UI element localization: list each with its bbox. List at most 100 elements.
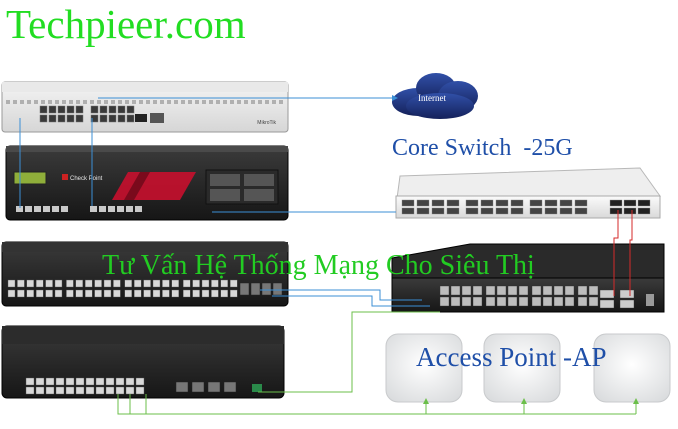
router-vent <box>223 100 227 104</box>
router-ethernet-port <box>126 105 135 114</box>
switch2-ethernet-port <box>115 377 125 386</box>
router-vent <box>188 100 192 104</box>
router-vent <box>153 100 157 104</box>
switch2-ethernet-port <box>75 377 85 386</box>
link-arrow <box>521 398 527 404</box>
link-switch1-aggregation <box>260 289 422 301</box>
core-switch-sfp-port <box>446 199 460 207</box>
router-vent <box>48 100 52 104</box>
switch1-ethernet-port <box>124 279 133 288</box>
firewall-ports <box>16 206 142 212</box>
aggregation-sfp-port <box>450 285 461 296</box>
core-switch-sfp-port <box>465 207 479 215</box>
switch1-ethernet-port <box>152 289 161 298</box>
link-arrow <box>392 95 398 101</box>
aggregation-sfp-port <box>472 296 483 307</box>
firewall-brand-label: Check Point <box>70 176 103 182</box>
firewall-ethernet-port <box>126 206 133 212</box>
router-vent <box>279 100 283 104</box>
switch1-ethernet-port <box>220 289 229 298</box>
router-vent <box>13 100 17 104</box>
link-core-aggregation-2 <box>629 210 633 296</box>
router-vent <box>251 100 255 104</box>
switch1-ethernet-port <box>171 289 180 298</box>
firewall-ethernet-port <box>90 206 97 212</box>
router-vent <box>202 100 206 104</box>
router-ethernet-port <box>57 105 66 114</box>
aggregation-sfp-port <box>461 296 472 307</box>
core-switch-sfp-port <box>544 199 558 207</box>
switch2-ethernet-port <box>65 386 75 395</box>
access-point-device <box>593 333 671 403</box>
internet-label: Internet <box>418 93 446 103</box>
router-vent <box>258 100 262 104</box>
switch1-ethernet-port <box>36 279 44 288</box>
switch1-ethernet-port <box>229 279 238 288</box>
switch2-ethernet-port <box>105 386 115 395</box>
router-ethernet-port <box>48 105 57 114</box>
switch1-ethernet-port <box>45 289 53 298</box>
router-vent <box>76 100 80 104</box>
firewall-ethernet-port <box>117 206 124 212</box>
router-vent <box>216 100 220 104</box>
core-switch-uplink-port <box>609 207 623 215</box>
aggregation-sfp-port <box>542 296 553 307</box>
access-points <box>385 333 671 403</box>
switch1-sfp-port <box>272 282 283 296</box>
firewall-ethernet-port <box>61 206 68 212</box>
core-switch-uplink-ports <box>609 199 651 215</box>
firewall-drive-slot <box>210 174 240 186</box>
switch2-sfp-port <box>223 381 237 393</box>
router-vent <box>125 100 129 104</box>
aggregation-sfp-port <box>542 285 553 296</box>
switch2-ports <box>25 377 145 395</box>
router-ethernet-port <box>39 114 48 123</box>
core-switch-uplink-port <box>637 207 651 215</box>
core-switch-sfp-port <box>529 199 543 207</box>
switch2-ethernet-port <box>95 377 105 386</box>
router-console-port <box>135 114 147 122</box>
switch1-ethernet-port <box>45 279 53 288</box>
switch2-ethernet-port <box>35 377 45 386</box>
core-switch-sfp-port <box>510 199 524 207</box>
switch1-ethernet-port <box>143 289 151 298</box>
switch1-ethernet-port <box>26 279 34 288</box>
network-links <box>19 95 639 415</box>
switch1-sfp-port <box>239 282 250 296</box>
link-switch1-aggregation-2 <box>272 295 430 307</box>
router-vent <box>27 100 31 104</box>
switch1-ethernet-port <box>75 289 84 298</box>
switch1-ethernet-port <box>211 289 219 298</box>
switch1-ethernet-port <box>103 279 112 288</box>
switch1-ethernet-port <box>75 279 84 288</box>
router-ethernet-port <box>57 114 66 123</box>
aggregation-sfp-port <box>588 285 599 296</box>
aggregation-sfp-port <box>496 285 507 296</box>
aggregation-sfp-port <box>588 296 599 307</box>
core-switch-sfp-port <box>510 207 524 215</box>
switch1-ethernet-port <box>201 279 210 288</box>
aggregation-uplink-port <box>599 289 615 299</box>
switch1-ethernet-port <box>7 279 16 288</box>
core-switch-sfp-port <box>559 199 573 207</box>
aggregation-sfp-port <box>518 296 529 307</box>
aggregation-sfp-port <box>461 285 472 296</box>
switch1-ethernet-port <box>133 279 142 288</box>
switch1-ethernet-port <box>162 289 170 298</box>
router-vent <box>104 100 108 104</box>
router-ethernet-port <box>90 105 99 114</box>
aggregation-sfp-port <box>496 296 507 307</box>
switch1-ethernet-port <box>94 279 102 288</box>
switch2-ethernet-port <box>45 386 55 395</box>
router-vent <box>195 100 199 104</box>
firewall-ethernet-port <box>135 206 142 212</box>
switch2-ethernet-port <box>95 386 105 395</box>
aggregation-sfp-port <box>577 296 588 307</box>
aggregation-sfp-port <box>531 296 542 307</box>
router-vent <box>181 100 185 104</box>
core-switch-uplink-port <box>609 199 623 207</box>
core-switch-sfp-port <box>495 207 509 215</box>
switch1-ethernet-port <box>66 279 74 288</box>
core-switch-uplink-port <box>637 199 651 207</box>
router-sfp-port <box>150 113 164 123</box>
